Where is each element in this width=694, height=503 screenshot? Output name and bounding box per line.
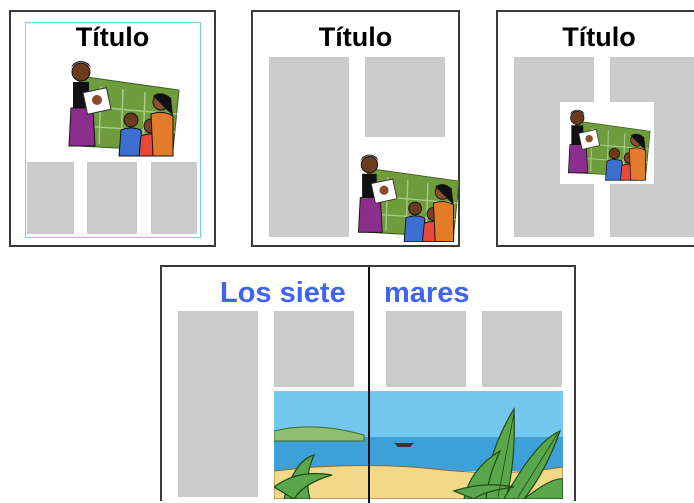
teacher-students-clipart: [357, 154, 460, 242]
column: [178, 311, 258, 497]
teacher-students-clipart: [68, 61, 180, 157]
teacher-students-clipart: [567, 109, 651, 181]
spread-title-left: Los siete: [220, 277, 346, 309]
layout-2-title: Título: [318, 22, 393, 52]
beach-sea-clipart: [274, 391, 563, 499]
guide-frame: [25, 22, 201, 238]
column: [482, 311, 562, 387]
column: [87, 162, 137, 234]
layout-1-title: Título: [75, 22, 150, 52]
layout-2: Título: [251, 10, 460, 247]
spread-layout: Los siete mares: [160, 265, 576, 503]
column: [151, 162, 197, 234]
column: [269, 57, 349, 237]
column: [27, 162, 74, 234]
layout-3-title: Título: [562, 22, 636, 52]
image-box: [560, 102, 654, 184]
layout-1: Título: [9, 10, 216, 247]
column: [365, 57, 445, 137]
layout-3: Título: [496, 10, 694, 247]
column: [386, 311, 466, 387]
spread-title-right: mares: [384, 277, 470, 309]
spine-divider: [368, 267, 370, 503]
column: [274, 311, 354, 387]
